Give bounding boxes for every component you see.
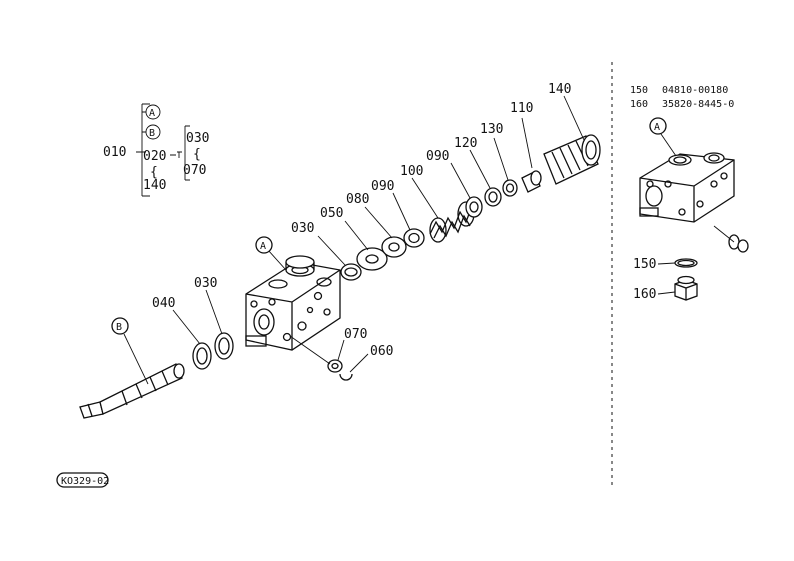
assembly-legend: A B 010 020 030 { 070 { 140 bbox=[103, 103, 209, 197]
legend-bracket bbox=[136, 103, 150, 197]
callout-040: 040 bbox=[152, 296, 175, 311]
legend-child-last: 070 bbox=[183, 163, 206, 178]
plug-160 bbox=[674, 275, 698, 301]
seal-030-left bbox=[214, 332, 234, 360]
legend-marker-a-text: A bbox=[149, 108, 155, 119]
callout-030: 030 bbox=[291, 221, 314, 236]
figure-id-badge: KO329-02 bbox=[56, 472, 109, 488]
callout-160: 160 bbox=[633, 287, 656, 302]
spool bbox=[79, 363, 185, 419]
washer-050 bbox=[356, 247, 388, 271]
callouts: 030 050 080 090 100 090 120 130 110 140 … bbox=[152, 82, 656, 359]
leader-lines bbox=[123, 95, 735, 385]
parts-table-part-number: 04810-00180 bbox=[662, 85, 728, 96]
parts-table-row: 150 04810-00180 bbox=[630, 85, 728, 96]
callout-120: 120 bbox=[454, 136, 477, 151]
seal-040 bbox=[192, 342, 212, 370]
parts-table: 150 04810-00180 160 35820-8445-0 bbox=[630, 85, 734, 110]
callout-090-second: 090 bbox=[426, 149, 449, 164]
callout-060: 060 bbox=[370, 344, 393, 359]
callout-080: 080 bbox=[346, 192, 369, 207]
legend-root-number: 010 bbox=[103, 145, 126, 160]
cap-140 bbox=[543, 134, 601, 185]
figure-id-text: KO329-02 bbox=[61, 476, 109, 487]
callout-100: 100 bbox=[400, 164, 423, 179]
seal-090-right bbox=[465, 196, 483, 218]
oring-150 bbox=[674, 258, 698, 268]
marker-b-main-text: B bbox=[116, 322, 122, 333]
callout-150: 150 bbox=[633, 257, 656, 272]
legend-range-sign: { bbox=[193, 147, 201, 162]
legend-marker-b-text: B bbox=[149, 128, 155, 139]
callout-090: 090 bbox=[371, 179, 394, 194]
marker-a-inset: A bbox=[649, 117, 667, 135]
legend-child-first: 030 bbox=[186, 131, 209, 146]
marker-a-main-text: A bbox=[260, 241, 266, 252]
washer-080 bbox=[381, 236, 407, 258]
callout-030-second: 030 bbox=[194, 276, 217, 291]
seal-130 bbox=[502, 179, 518, 197]
callout-070: 070 bbox=[344, 327, 367, 342]
marker-b-main: B bbox=[111, 317, 129, 335]
parts-table-part-number: 35820-8445-0 bbox=[662, 99, 734, 110]
marker-a-main: A bbox=[255, 236, 273, 254]
parts-table-ref: 160 bbox=[630, 99, 648, 110]
legend-connector bbox=[170, 151, 182, 158]
callout-140: 140 bbox=[548, 82, 571, 97]
callout-050: 050 bbox=[320, 206, 343, 221]
valve-body bbox=[245, 255, 341, 351]
seal-030-right bbox=[340, 263, 362, 281]
seal-090-left bbox=[403, 228, 425, 248]
legend-range-sign-2: { bbox=[150, 165, 158, 180]
callout-130: 130 bbox=[480, 122, 503, 137]
seal-120 bbox=[484, 187, 502, 207]
collar-110 bbox=[521, 170, 542, 193]
legend-child-number: 020 bbox=[143, 149, 166, 164]
inset-seal-right bbox=[728, 234, 749, 253]
seal-070 bbox=[327, 359, 343, 373]
callout-110: 110 bbox=[510, 101, 533, 116]
marker-a-inset-text: A bbox=[654, 122, 660, 133]
inset-valve-body bbox=[639, 152, 735, 223]
parts-table-ref: 150 bbox=[630, 85, 648, 96]
legend-last-number: 140 bbox=[143, 178, 166, 193]
legend-sub-bracket bbox=[184, 125, 190, 181]
parts-table-row: 160 35820-8445-0 bbox=[630, 99, 734, 110]
clip-060 bbox=[339, 373, 353, 381]
